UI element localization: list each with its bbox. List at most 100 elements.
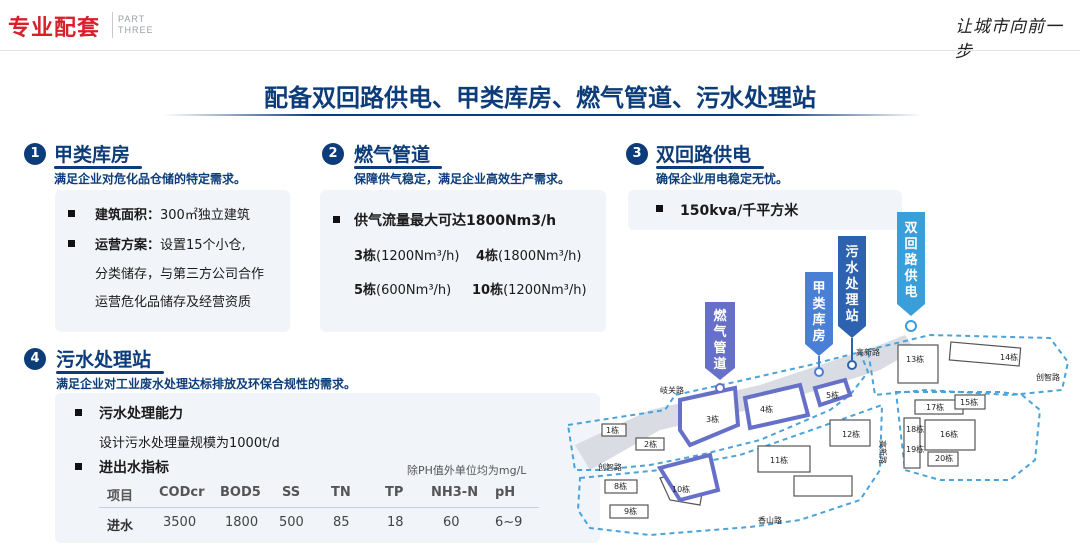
power-card: 150kva/千平方米 (628, 190, 902, 230)
building-label: 5栋 (826, 390, 839, 400)
pin-sewage: 污 水 处 理 站 (838, 236, 866, 370)
building-15 (954, 394, 986, 410)
table-header: TP (385, 485, 404, 500)
boundary-northeast (866, 333, 1070, 397)
section-number-3: 3 (626, 143, 648, 165)
page-title-underline (163, 114, 923, 116)
section-subtitle-warehouse: 满足企业对危化品仓储的特定需求。 (54, 172, 247, 186)
index-label: 进出水指标 (99, 460, 169, 476)
section-underline (54, 166, 142, 169)
building-label: 18栋 (906, 424, 924, 434)
section-title-sewage: 污水处理站 (56, 349, 152, 371)
building-18-19 (903, 417, 921, 469)
building-9 (609, 504, 649, 519)
gas-row-2a: 5栋(600Nm³/h) (354, 283, 452, 298)
bullet (656, 205, 663, 212)
table-header: NH3-N (431, 485, 479, 500)
table-header: BOD5 (220, 485, 261, 500)
section-subtitle-sewage: 满足企业对工业废水处理达标排放及环保合规性的需求。 (56, 377, 357, 391)
section-header-title: 专业配套 (8, 16, 101, 41)
table-cell: 1800 (225, 515, 259, 530)
site-boundaries (566, 333, 1070, 537)
part-line-2: THREE (118, 25, 154, 35)
building-label: 15栋 (960, 397, 978, 407)
road-labels: 岐关路 创智路 创智路 香山路 高新路 高新路 (598, 347, 1060, 525)
building-labels: 1栋 2栋 3栋 4栋 5栋 8栋 9栋 10栋 11栋 12栋 13栋 14栋… (606, 352, 1018, 516)
section-underline (354, 166, 442, 169)
building-4 (742, 382, 811, 431)
section-title-gas: 燃气管道 (354, 144, 431, 166)
gas-headline: 供气流量最大可达1800Nm3/h (354, 213, 557, 229)
road-label: 香山路 (758, 515, 782, 525)
capacity-text: 设计污水处理量规模为1000t/d (99, 436, 280, 451)
road-label: 创智路 (1036, 372, 1060, 382)
header-divider (112, 12, 113, 38)
svg-text:甲: 甲 (812, 281, 825, 296)
building-11 (757, 445, 811, 473)
svg-text:站: 站 (845, 308, 858, 324)
table-header: pH (495, 485, 516, 500)
table-header: SS (282, 485, 301, 500)
pin-warehouse: 甲 类 库 房 (805, 272, 833, 377)
building-14 (948, 341, 1022, 367)
building-1 (601, 423, 627, 437)
building-2 (635, 437, 665, 451)
brand-slogan: 让城市向前一步 (955, 17, 1063, 62)
building-5 (812, 377, 853, 408)
table-cell: 6~9 (495, 515, 523, 530)
svg-text:气: 气 (713, 324, 726, 340)
section-underline (56, 371, 164, 374)
warehouse-card: 建筑面积：300㎡独立建筑 运营方案：设置15个小仓, 分类储存，与第三方公司合… (55, 190, 290, 332)
building-label: 9栋 (624, 506, 637, 516)
section-number-4: 4 (24, 348, 46, 370)
part-label: PART THREE (118, 14, 154, 36)
unit-note: 除PH值外单位均为mg/L (407, 464, 527, 477)
table-cell: 500 (279, 515, 304, 530)
building-label: 19栋 (906, 444, 924, 454)
section-subtitle-power: 确保企业用电稳定无忧。 (656, 172, 789, 186)
building-label: 10栋 (672, 484, 690, 494)
building-label: 16栋 (940, 429, 958, 439)
bullet (75, 409, 82, 416)
building-8 (604, 479, 638, 494)
svg-text:房: 房 (812, 328, 825, 344)
operation-plan-cont-1: 分类储存，与第三方公司合作 (95, 267, 265, 282)
capacity-label: 污水处理能力 (99, 406, 183, 422)
svg-text:燃: 燃 (713, 308, 727, 324)
table-cell: 18 (387, 515, 404, 530)
building-label: 4栋 (760, 404, 773, 414)
operation-plan-cont-2: 运营危化品储存及经营资质 (95, 295, 252, 310)
boundary-east (894, 391, 1042, 481)
section-subtitle-gas: 保障供气稳定，满足企业高效生产需求。 (354, 172, 571, 186)
building-label: 8栋 (614, 481, 627, 491)
bullet (333, 216, 340, 223)
svg-text:类: 类 (812, 296, 826, 312)
building-label: 2栋 (644, 439, 657, 449)
building-label: 20栋 (935, 453, 953, 463)
building-16 (924, 419, 976, 451)
building-label: 17栋 (926, 402, 944, 412)
svg-text:道: 道 (713, 356, 726, 372)
gas-row-1a: 3栋(1200Nm³/h) (354, 249, 460, 264)
building-south (793, 475, 853, 497)
site-plan-map: 1栋 2栋 3栋 4栋 5栋 8栋 9栋 10栋 11栋 12栋 13栋 14栋… (566, 212, 1070, 537)
pin-gas: 燃 气 管 道 (705, 302, 735, 393)
svg-text:路: 路 (904, 252, 918, 268)
table-cell: 3500 (163, 515, 197, 530)
svg-text:理: 理 (845, 293, 858, 308)
building-10-hl (656, 452, 721, 503)
boundary-north (566, 350, 870, 471)
table-divider (99, 507, 539, 508)
building-label: 1栋 (606, 425, 619, 435)
gas-row-1b: 4栋(1800Nm³/h) (476, 249, 582, 264)
section-number-2: 2 (322, 143, 344, 165)
floor-area-line: 建筑面积：300㎡独立建筑 (95, 208, 250, 223)
building-12 (829, 419, 871, 447)
section-title-warehouse: 甲类库房 (54, 144, 131, 166)
building-13 (897, 344, 939, 384)
boundary-south (576, 403, 884, 537)
road-label: 创智路 (598, 462, 622, 472)
svg-text:处: 处 (844, 276, 859, 292)
bullet (68, 240, 75, 247)
bullet (68, 210, 75, 217)
